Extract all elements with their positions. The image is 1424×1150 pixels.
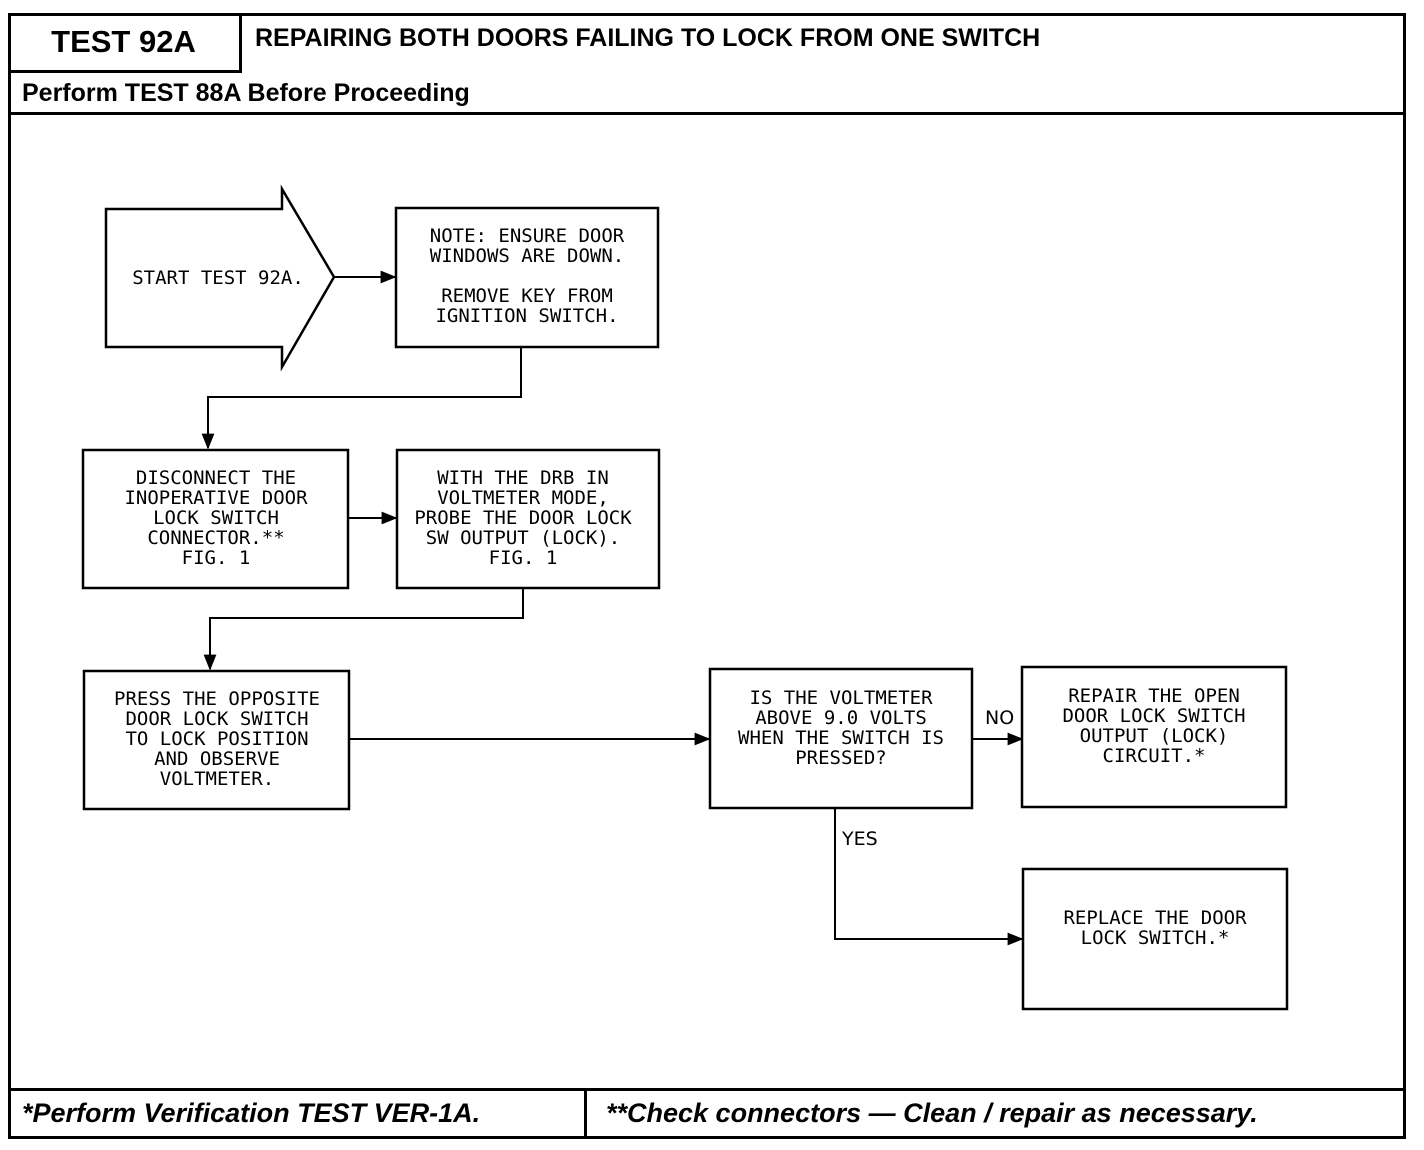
note-line-5: IGNITION SWITCH. bbox=[435, 305, 618, 327]
replace-line-2: LOCK SWITCH.* bbox=[1081, 927, 1230, 949]
question-box bbox=[708, 667, 974, 810]
note-line-4: REMOVE KEY FROM bbox=[441, 285, 613, 307]
repair-line-1: REPAIR THE OPEN bbox=[1068, 685, 1240, 707]
footer-verification-note: *Perform Verification TEST VER-1A. bbox=[22, 1098, 481, 1128]
question-line-2: ABOVE 9.0 VOLTS bbox=[755, 707, 927, 729]
press-box bbox=[82, 669, 351, 811]
probe-line-3: PROBE THE DOOR LOCK bbox=[414, 507, 632, 529]
repair-line-3: OUTPUT (LOCK) bbox=[1080, 725, 1229, 747]
footer-divider bbox=[8, 1088, 1406, 1091]
probe-line-4: SW OUTPUT (LOCK). bbox=[426, 527, 620, 549]
test-id-label: TEST 92A bbox=[8, 13, 242, 73]
repair-box bbox=[1020, 665, 1288, 809]
page-title: REPAIRING BOTH DOORS FAILING TO LOCK FRO… bbox=[255, 24, 1041, 52]
probe-line-1: WITH THE DRB IN bbox=[437, 467, 609, 489]
press-line-4: AND OBSERVE bbox=[154, 748, 280, 770]
footer-connector-note: **Check connectors — Clean / repair as n… bbox=[606, 1098, 1258, 1128]
connector-probe-to-press bbox=[203, 588, 524, 671]
repair-line-2: DOOR LOCK SWITCH bbox=[1062, 705, 1245, 727]
note-line-2: WINDOWS ARE DOWN. bbox=[430, 245, 624, 267]
question-line-1: IS THE VOLTMETER bbox=[749, 687, 933, 709]
disconnect-line-2: INOPERATIVE DOOR bbox=[124, 487, 308, 509]
prerequisite-note: Perform TEST 88A Before Proceeding bbox=[22, 79, 470, 107]
replace-line-1: REPLACE THE DOOR bbox=[1063, 907, 1247, 929]
note-box bbox=[394, 206, 660, 349]
disconnect-line-5: FIG. 1 bbox=[182, 547, 251, 569]
probe-box bbox=[395, 448, 661, 590]
press-line-1: PRESS THE OPPOSITE bbox=[114, 688, 320, 710]
repair-line-4: CIRCUIT.* bbox=[1103, 745, 1206, 767]
press-line-5: VOLTMETER. bbox=[160, 768, 274, 790]
disconnect-line-4: CONNECTOR.** bbox=[147, 527, 284, 549]
page-frame bbox=[8, 13, 1406, 1139]
footer-column-divider bbox=[584, 1088, 587, 1139]
question-line-4: PRESSED? bbox=[795, 747, 887, 769]
probe-line-2: VOLTMETER MODE, bbox=[437, 487, 609, 509]
connector-question-yes bbox=[834, 808, 1024, 946]
press-line-3: TO LOCK POSITION bbox=[125, 728, 308, 750]
note-line-1: NOTE: ENSURE DOOR bbox=[430, 225, 625, 247]
disconnect-line-3: LOCK SWITCH bbox=[153, 507, 279, 529]
label-no: NO bbox=[985, 707, 1014, 729]
replace-box bbox=[1021, 867, 1289, 1011]
disconnect-box bbox=[81, 448, 350, 590]
label-yes: YES bbox=[841, 828, 878, 850]
start-text: START TEST 92A. bbox=[132, 267, 304, 289]
question-line-3: WHEN THE SWITCH IS bbox=[738, 727, 944, 749]
header-divider bbox=[8, 112, 1406, 115]
connector-note-to-disconnect bbox=[201, 347, 522, 450]
start-arrow-shape bbox=[104, 184, 336, 372]
press-line-2: DOOR LOCK SWITCH bbox=[125, 708, 308, 730]
disconnect-line-1: DISCONNECT THE bbox=[136, 467, 296, 489]
probe-line-5: FIG. 1 bbox=[489, 547, 558, 569]
